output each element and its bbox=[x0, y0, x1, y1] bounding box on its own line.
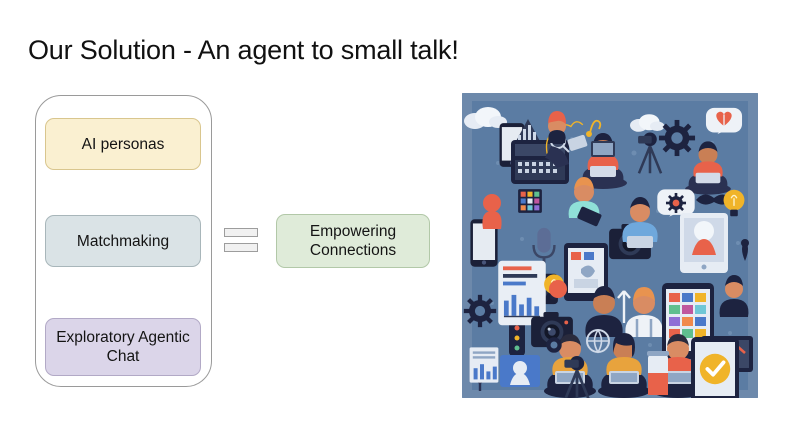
diagram-node-exploratory-agentic-chat-label: Exploratory Agentic Chat bbox=[56, 329, 190, 365]
diagram-node-matchmaking-label: Matchmaking bbox=[76, 232, 170, 250]
diagram-node-exploratory-agentic-chat[interactable]: Exploratory Agentic Chat bbox=[45, 318, 201, 376]
page-title: Our Solution - An agent to small talk! bbox=[28, 35, 459, 65]
solution-diagram: AI personas Matchmaking Exploratory Agen… bbox=[35, 95, 430, 387]
equals-icon-bar-top bbox=[224, 228, 258, 237]
equals-icon-bar-bottom bbox=[224, 243, 258, 252]
diagram-node-empowering-connections-label-line2: Connections bbox=[309, 242, 397, 259]
diagram-node-empowering-connections-label-line1: Empowering bbox=[309, 223, 397, 240]
illustration-content bbox=[462, 93, 758, 398]
equals-icon bbox=[224, 228, 258, 255]
diagram-node-ai-personas-label: AI personas bbox=[81, 135, 165, 153]
diagram-node-ai-personas[interactable]: AI personas bbox=[45, 118, 201, 170]
solution-illustration-image bbox=[462, 93, 758, 398]
diagram-node-matchmaking[interactable]: Matchmaking bbox=[45, 215, 201, 267]
illustration-canvas bbox=[462, 93, 758, 398]
diagram-node-empowering-connections[interactable]: Empowering Connections bbox=[276, 214, 430, 268]
